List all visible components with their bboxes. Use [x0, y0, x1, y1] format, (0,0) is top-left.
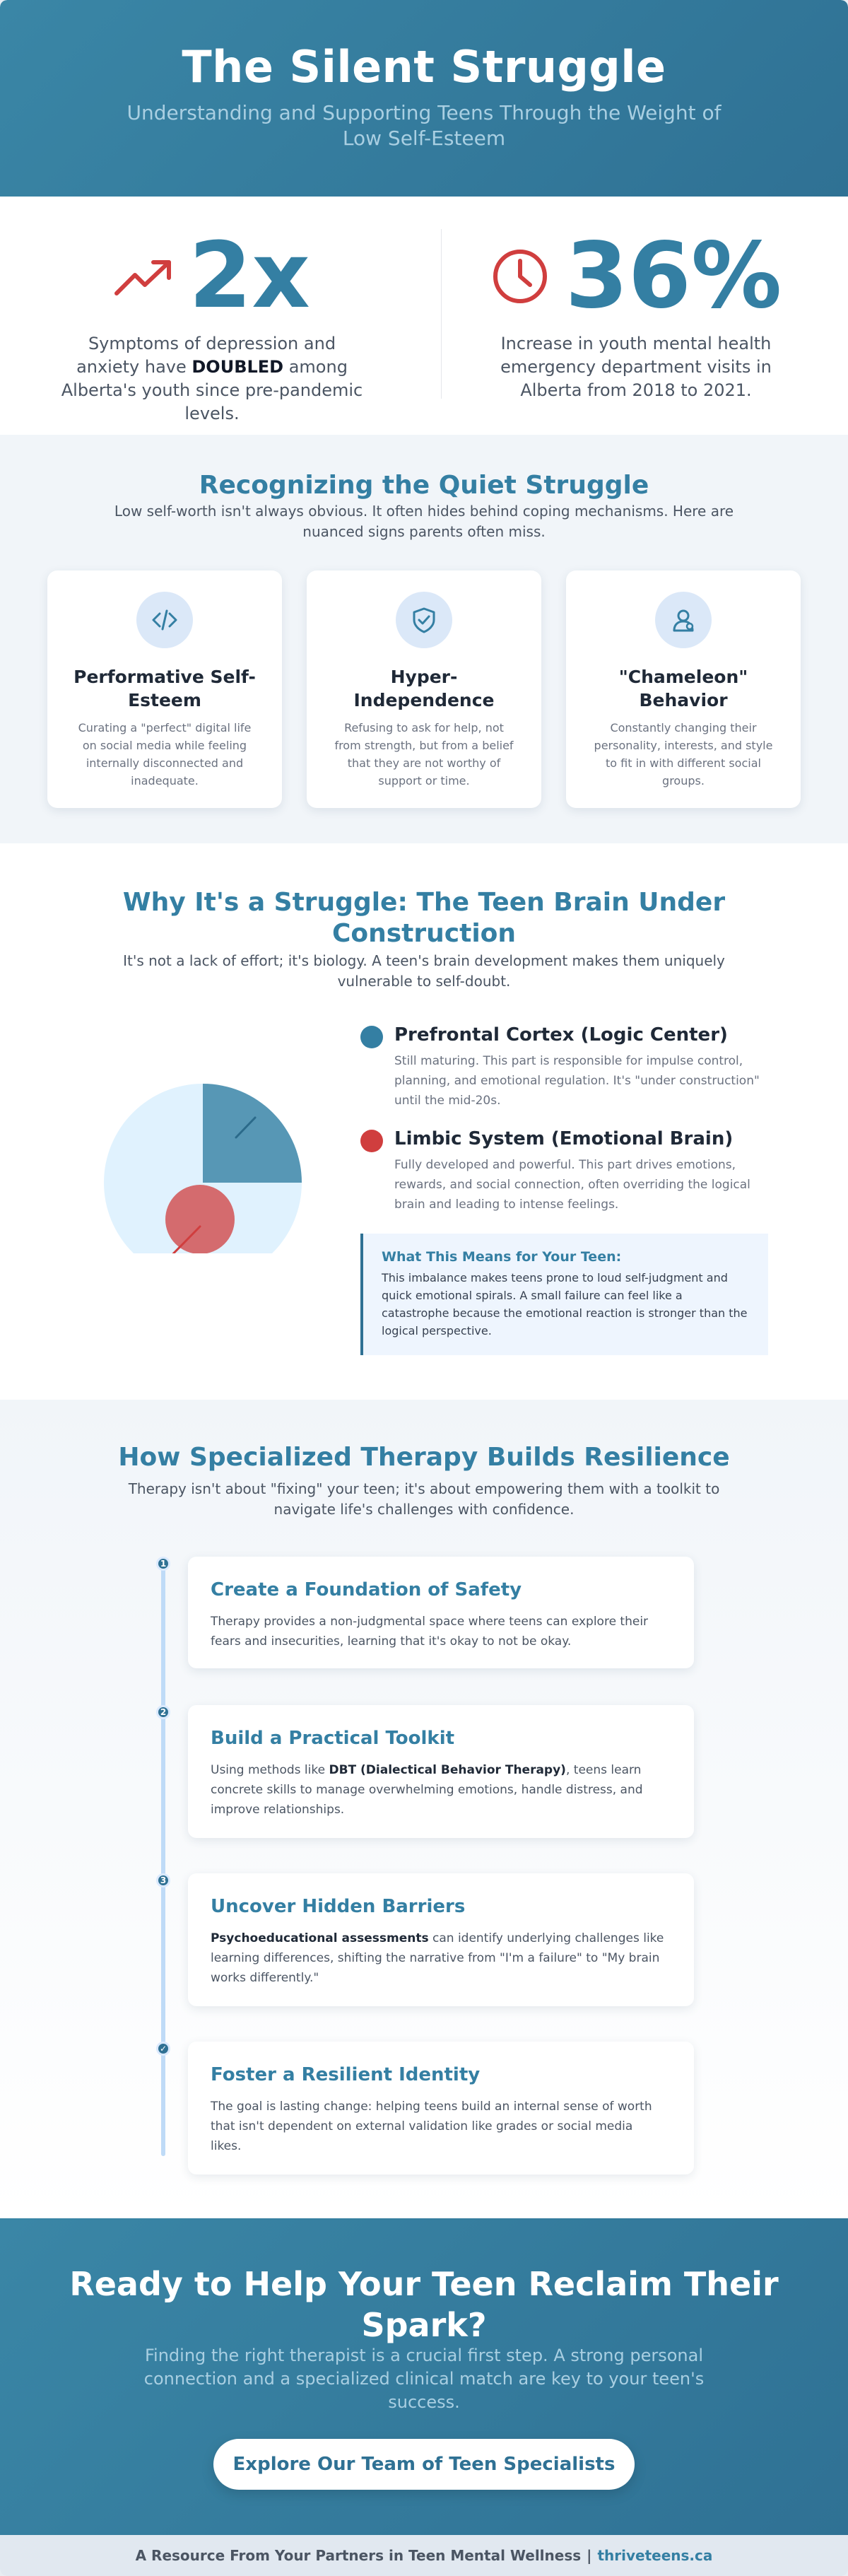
section-title: How Specialized Therapy Builds Resilienc… — [118, 1443, 730, 1472]
brain-diagram — [104, 1084, 302, 1253]
recognizing-section: Recognizing the Quiet Struggle Low self-… — [0, 435, 848, 843]
sign-card-chameleon: "Chameleon" Behavior Constantly changing… — [566, 570, 801, 808]
page-subtitle: Understanding and Supporting Teens Throu… — [126, 101, 722, 150]
page-title: The Silent Struggle — [182, 41, 666, 93]
brain-item-limbic: Limbic System (Emotional Brain) Fully de… — [360, 1127, 770, 1212]
step-title: Build a Practical Toolkit — [211, 1728, 455, 1749]
step-title: Foster a Resilient Identity — [211, 2064, 481, 2085]
step-badge: 3 — [156, 1873, 170, 1887]
brain-item-text: Still maturing. This part is responsible… — [394, 1054, 760, 1108]
callout-title: What This Means for Your Teen: — [382, 1249, 622, 1265]
stat-ed-visits: 36% Increase in youth mental health emer… — [424, 197, 848, 435]
sign-card-performative: Performative Self-Esteem Curating a "per… — [47, 570, 282, 808]
card-title: "Chameleon" Behavior — [618, 667, 748, 710]
footer-separator: | — [587, 2547, 592, 2564]
step-text: Psychoeducational assessments can identi… — [211, 1931, 664, 1985]
user-icon — [673, 609, 694, 632]
brain-item-text: Fully developed and powerful. This part … — [394, 1158, 750, 1212]
header: The Silent Struggle Understanding and Su… — [0, 0, 848, 197]
brain-item-title: Limbic System (Emotional Brain) — [394, 1128, 734, 1149]
step-card-toolkit: Build a Practical Toolkit Using methods … — [188, 1705, 694, 1838]
brain-section: Why It's a Struggle: The Teen Brain Unde… — [0, 843, 848, 1400]
callout-text: This imbalance makes teens prone to loud… — [382, 1271, 748, 1337]
trending-up-icon — [114, 260, 172, 295]
shield-check-icon — [413, 607, 435, 633]
step-text: Using methods like DBT (Dialectical Beha… — [211, 1763, 643, 1817]
timeline-line — [161, 1562, 165, 2156]
card-title: Performative Self-Esteem — [73, 667, 256, 710]
stat-value: 2x — [189, 223, 310, 329]
cta-title: Ready to Help Your Teen Reclaim Their Sp… — [69, 2265, 779, 2344]
step-card-safety: Create a Foundation of Safety Therapy pr… — [188, 1557, 694, 1668]
step-card-barriers: Uncover Hidden Barriers Psychoeducationa… — [188, 1873, 694, 2006]
stat-doubled: 2x Symptoms of depression and anxiety ha… — [0, 197, 424, 435]
step-text: The goal is lasting change: helping teen… — [211, 2100, 652, 2153]
footer-link[interactable]: thriveteens.ca — [597, 2547, 713, 2564]
stat-value: 36% — [565, 223, 782, 329]
cta-subtitle: Finding the right therapist is a crucial… — [143, 2346, 705, 2412]
code-icon — [152, 609, 177, 631]
section-subtitle: Low self-worth isn't always obvious. It … — [114, 503, 734, 540]
stat-description: Symptoms of depression and anxiety have … — [61, 334, 363, 423]
footer-text: A Resource From Your Partners in Teen Me… — [135, 2547, 582, 2564]
footer: A Resource From Your Partners in Teen Me… — [0, 2535, 848, 2576]
explore-specialists-button[interactable]: Explore Our Team of Teen Specialists — [213, 2439, 635, 2490]
card-title: Hyper-Independence — [353, 667, 495, 710]
step-badge: 1 — [156, 1557, 170, 1571]
step-text: Therapy provides a non-judgmental space … — [211, 1615, 649, 1649]
step-badge-check: ✓ — [156, 2042, 170, 2056]
series-dot — [360, 1130, 383, 1152]
sign-card-hyper-independence: Hyper-Independence Refusing to ask for h… — [307, 570, 541, 808]
card-icon-circle — [136, 592, 193, 648]
therapy-section: How Specialized Therapy Builds Resilienc… — [0, 1400, 848, 2218]
card-text: Constantly changing their personality, i… — [594, 721, 773, 788]
stats-section: 2x Symptoms of depression and anxiety ha… — [0, 197, 848, 435]
section-title: Why It's a Struggle: The Teen Brain Unde… — [122, 888, 726, 948]
clock-icon — [493, 250, 547, 303]
step-badge: 2 — [156, 1705, 170, 1719]
card-text: Refusing to ask for help, not from stren… — [334, 721, 514, 788]
step-title: Uncover Hidden Barriers — [211, 1896, 466, 1917]
card-icon-circle — [396, 592, 452, 648]
brain-item-title: Prefrontal Cortex (Logic Center) — [394, 1024, 728, 1046]
stat-divider — [441, 229, 442, 399]
stat-description: Increase in youth mental health emergenc… — [500, 334, 772, 400]
section-subtitle: Therapy isn't about "fixing" your teen; … — [128, 1480, 720, 1518]
card-icon-circle — [655, 592, 712, 648]
cta-section: Ready to Help Your Teen Reclaim Their Sp… — [0, 2218, 848, 2535]
series-dot — [360, 1026, 383, 1048]
callout-what-this-means: What This Means for Your Teen: This imba… — [360, 1234, 768, 1355]
brain-item-prefrontal: Prefrontal Cortex (Logic Center) Still m… — [360, 1023, 770, 1108]
section-subtitle: It's not a lack of effort; it's biology.… — [123, 952, 725, 990]
step-card-identity: Foster a Resilient Identity The goal is … — [188, 2042, 694, 2174]
step-title: Create a Foundation of Safety — [211, 1579, 522, 1600]
section-title: Recognizing the Quiet Struggle — [199, 471, 649, 500]
card-text: Curating a "perfect" digital life on soc… — [78, 721, 252, 788]
